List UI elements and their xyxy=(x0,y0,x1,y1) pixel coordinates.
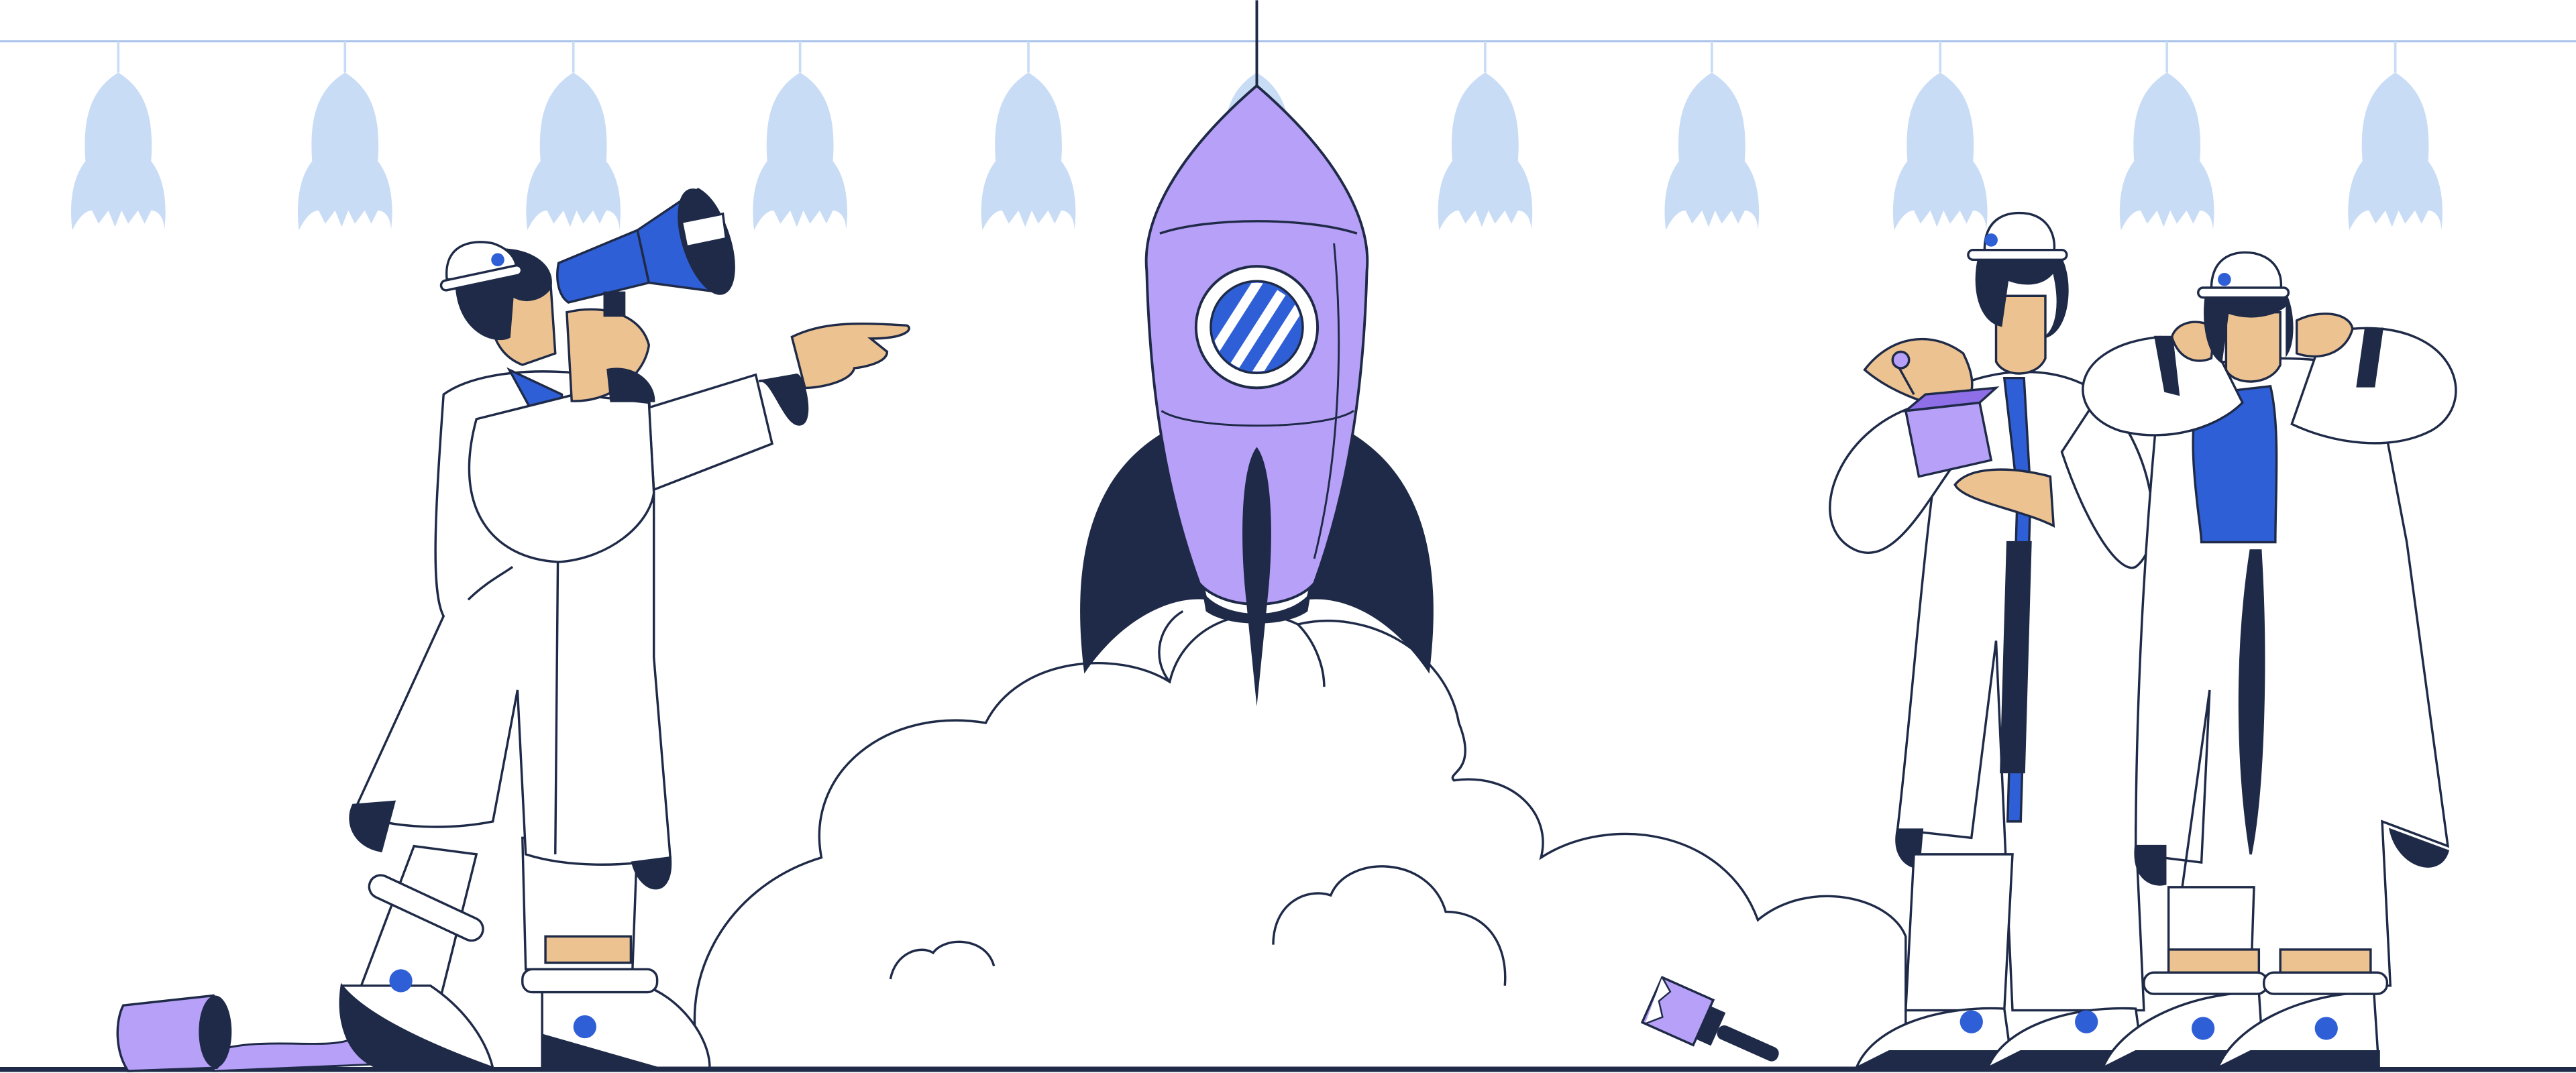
rocket-silhouette-icon xyxy=(1664,41,1760,231)
rocket-silhouette-icon xyxy=(981,41,1076,231)
pointing-hand xyxy=(790,322,910,390)
rocket-silhouette-icon xyxy=(526,41,621,231)
megaphone-icon xyxy=(556,188,735,317)
paint-can-icon xyxy=(116,994,380,1072)
paint-box-icon xyxy=(1891,350,2000,478)
rocket-silhouette-icon xyxy=(2119,41,2214,231)
painter-scientist xyxy=(1829,211,2154,1069)
paint-brush-icon xyxy=(1640,976,1779,1062)
hard-hat-icon xyxy=(2197,251,2290,299)
rocket-center-fin xyxy=(1242,447,1271,707)
announcer-scientist xyxy=(339,188,910,1070)
rocket-silhouette-icon xyxy=(2348,41,2443,231)
rocket-silhouette-icon xyxy=(70,41,166,231)
rocket-silhouette-icon xyxy=(297,41,392,231)
main-rocket xyxy=(1080,0,1434,707)
rocket-silhouette-icon xyxy=(1438,41,1533,231)
rocket-silhouette-icon xyxy=(1892,41,1988,231)
porthole-icon xyxy=(1194,265,1320,390)
hard-hat-icon xyxy=(1967,211,2068,262)
hard-hat-icon xyxy=(439,241,523,292)
rocket-silhouette-icon xyxy=(753,41,847,231)
smoke-cloud xyxy=(693,610,1907,1069)
ears-covered-scientist xyxy=(2082,251,2457,1069)
